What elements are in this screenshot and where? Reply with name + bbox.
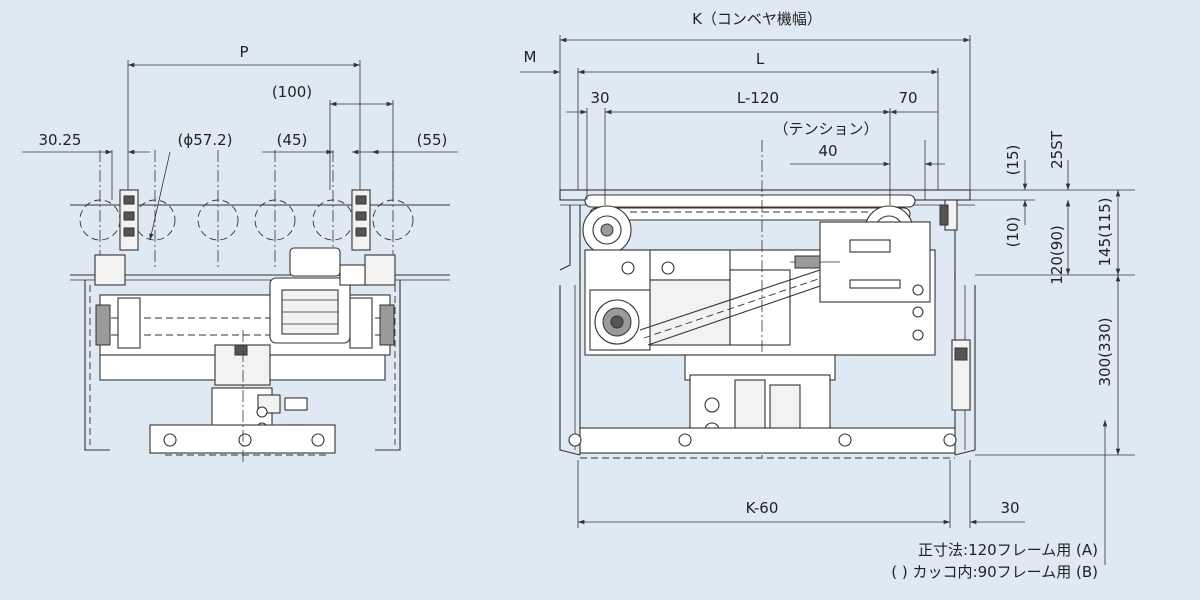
dim-l: L — [756, 50, 765, 68]
dim-45: (45) — [277, 131, 308, 149]
dim-300-330: 300(330) — [1096, 318, 1114, 387]
dim-55: (55) — [417, 131, 448, 149]
left-view — [70, 150, 450, 465]
dim-120-90: 120(90) — [1048, 225, 1066, 284]
dim-tension-label: （テンション） — [773, 120, 878, 138]
right-view — [559, 140, 976, 460]
note-line-2: ( ) カッコ内:90フレーム用 (B) — [891, 563, 1098, 581]
dim-100: (100) — [272, 83, 312, 101]
dim-40: 40 — [818, 142, 837, 160]
dim-10: (10) — [1004, 217, 1022, 248]
dim-m: M — [524, 48, 537, 66]
dim-70: 70 — [898, 89, 917, 107]
dim-15: (15) — [1004, 145, 1022, 176]
dim-30-25: 30.25 — [39, 131, 82, 149]
dim-k-60: K-60 — [746, 499, 779, 517]
dim-l-120: L-120 — [737, 89, 779, 107]
right-dimensions: K（コンベヤ機幅） M L 30 L-120 70 （テンション） 40 — [520, 10, 1135, 565]
dim-30-top: 30 — [590, 89, 609, 107]
dim-phi: (ϕ57.2) — [178, 131, 233, 149]
dim-145-115: 145(115) — [1096, 198, 1114, 267]
dim-30-bottom: 30 — [1000, 499, 1019, 517]
dim-p: P — [239, 43, 248, 61]
left-dimensions: P (100) 30.25 (ϕ57.2) (45) (55) — [22, 43, 458, 241]
motor — [269, 247, 366, 344]
notes: 正寸法:120フレーム用 (A) ( ) カッコ内:90フレーム用 (B) — [891, 541, 1098, 581]
dim-25st: 25ST — [1048, 130, 1066, 169]
dim-k: K（コンベヤ機幅） — [692, 10, 822, 28]
note-line-1: 正寸法:120フレーム用 (A) — [918, 541, 1098, 559]
